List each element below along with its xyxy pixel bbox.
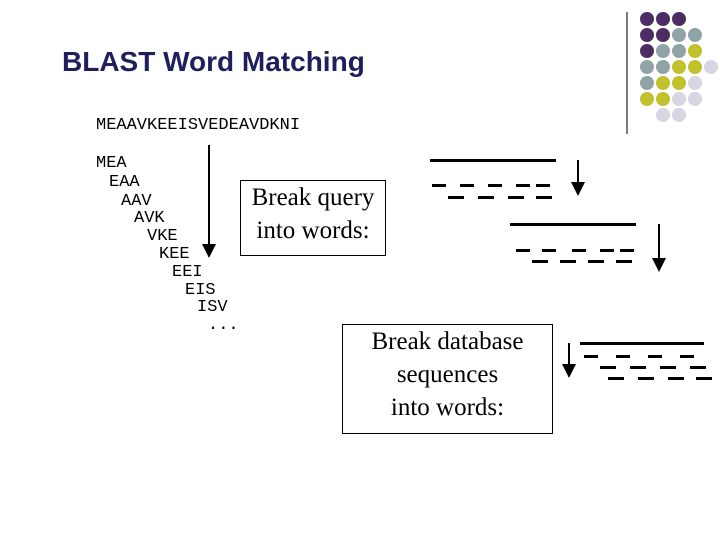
db-arrow-head — [562, 364, 576, 378]
word-dash — [630, 366, 646, 369]
word-dash — [696, 377, 712, 380]
dot-olive — [672, 76, 686, 90]
word-dash — [460, 184, 474, 187]
sequence-line — [430, 159, 556, 162]
database-label-line1: Break database — [371, 328, 524, 355]
word-dash — [536, 184, 550, 187]
sequence-line — [510, 223, 636, 226]
word-dash — [648, 355, 662, 358]
word-dash — [680, 355, 694, 358]
word-dash — [616, 260, 632, 263]
word-item: ISV — [197, 298, 228, 317]
word-dash — [536, 196, 552, 199]
dot-olive — [640, 92, 654, 106]
word-dash — [600, 249, 614, 252]
db-arrow-shaft — [658, 224, 660, 260]
dot-purple — [656, 28, 670, 42]
db-arrow-shaft — [568, 343, 570, 365]
db-arrow-head — [571, 182, 585, 196]
dot-olive — [688, 44, 702, 58]
dot-gray — [672, 28, 686, 42]
query-arrow-shaft — [208, 145, 210, 245]
word-dash — [600, 366, 616, 369]
db-arrow-shaft — [577, 160, 579, 182]
dot-gray — [656, 44, 670, 58]
divider-line — [626, 12, 628, 134]
dot-gray — [656, 60, 670, 74]
word-item: KEE — [159, 245, 190, 264]
dot-olive — [656, 92, 670, 106]
word-dash — [668, 377, 684, 380]
dot-light — [688, 92, 702, 106]
query-sequence: MEAAVKEEISVEDEAVDKNI — [96, 116, 301, 135]
word-dash — [488, 184, 502, 187]
word-item: VKE — [147, 227, 178, 246]
word-dash — [588, 260, 604, 263]
dot-light — [656, 108, 670, 122]
sequence-line — [580, 342, 704, 345]
word-dash — [516, 184, 530, 187]
query-arrow-head — [202, 244, 216, 258]
word-dash — [532, 260, 548, 263]
word-dash — [608, 377, 624, 380]
word-item: EAA — [109, 173, 140, 192]
word-dash — [508, 196, 524, 199]
word-dash — [584, 355, 598, 358]
dot-gray — [672, 44, 686, 58]
dot-purple — [656, 12, 670, 26]
word-item: AVK — [134, 209, 165, 228]
word-dash — [432, 184, 446, 187]
word-dash — [690, 366, 706, 369]
dot-gray — [640, 76, 654, 90]
word-dash — [542, 249, 556, 252]
dot-olive — [672, 60, 686, 74]
word-item: AAV — [121, 192, 152, 211]
word-item: EEI — [172, 263, 203, 282]
word-dash — [638, 377, 654, 380]
dot-light — [672, 92, 686, 106]
dot-light — [704, 60, 718, 74]
dot-gray — [688, 28, 702, 42]
word-dash — [516, 249, 530, 252]
database-label-box: Break database sequences into words: — [342, 324, 553, 434]
dot-light — [672, 108, 686, 122]
query-label-box: Break query into words: — [240, 180, 386, 256]
dot-purple — [640, 44, 654, 58]
dot-olive — [688, 60, 702, 74]
query-label-line1: Break query — [251, 184, 375, 211]
word-item: EIS — [185, 281, 216, 300]
word-dash — [660, 366, 676, 369]
word-dash — [616, 355, 630, 358]
database-label-line2: sequences — [396, 361, 499, 388]
word-dash — [448, 196, 464, 199]
dot-purple — [640, 12, 654, 26]
word-dash — [560, 260, 576, 263]
query-label-line2: into words: — [256, 217, 370, 244]
word-dash — [572, 249, 586, 252]
word-dash — [478, 196, 494, 199]
dot-olive — [656, 76, 670, 90]
dot-gray — [640, 60, 654, 74]
dot-purple — [672, 12, 686, 26]
word-item: ... — [208, 316, 239, 335]
database-label-line3: into words: — [390, 394, 505, 421]
dot-light — [688, 76, 702, 90]
word-item: MEA — [96, 154, 127, 173]
page-title: BLAST Word Matching — [62, 46, 365, 77]
db-arrow-head — [652, 258, 666, 272]
dot-purple — [640, 28, 654, 42]
word-dash — [620, 249, 634, 252]
